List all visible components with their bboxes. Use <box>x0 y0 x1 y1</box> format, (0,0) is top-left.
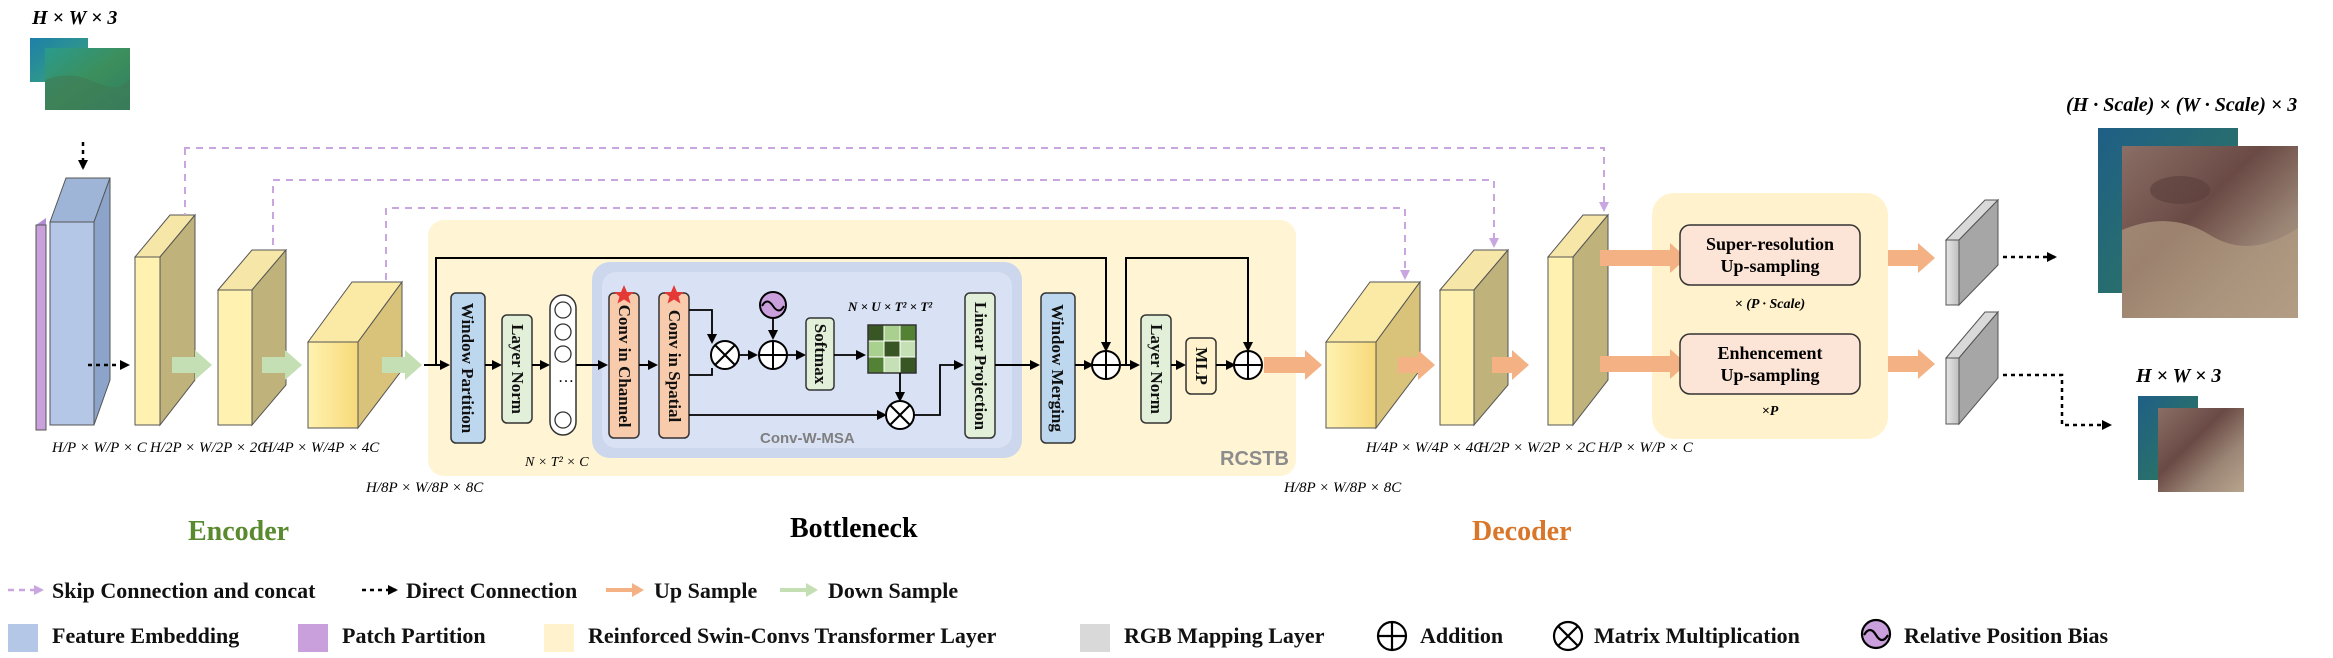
up-arrow-1 <box>1264 350 1322 380</box>
rgb-mapping-layer-sr <box>1944 198 2000 307</box>
output-sr-image <box>2098 128 2298 318</box>
legend-patch: Patch Partition <box>298 623 486 652</box>
window-merging-block <box>1040 292 1076 444</box>
decoder-stage-2 <box>1438 248 1510 427</box>
token-vector: … <box>549 294 577 436</box>
dims-stage-4: H/8P × W/8P × 8C <box>365 480 484 496</box>
legend-down-label: Down Sample <box>828 578 958 603</box>
up-arrow-sr-in <box>1600 243 1687 273</box>
up-arrow-enh-in <box>1600 349 1687 379</box>
legend-rcst-label: Reinforced Swin-Convs Transformer Layer <box>588 623 997 648</box>
legend-up-label: Up Sample <box>654 578 758 603</box>
legend-down: Down Sample <box>780 578 958 603</box>
down-arrow-2 <box>262 350 302 380</box>
relative-position-bias-icon <box>759 291 787 319</box>
encoder-stage-2 <box>216 248 288 427</box>
attention-matrix <box>867 324 917 374</box>
output-enh-image <box>2138 396 2244 492</box>
softmax-block <box>805 317 835 391</box>
output-sr-dims-label: (H · Scale) × (W · Scale) × 3 <box>2066 94 2297 116</box>
layer-norm-1-block <box>501 314 533 424</box>
down-arrow-3 <box>382 350 422 380</box>
enh-direct-arrow <box>2003 373 2112 430</box>
legend-bias-label: Relative Position Bias <box>1904 623 2109 648</box>
tokens-dims-label: N × T² × C <box>524 455 589 470</box>
conv-w-msa-label: Conv-W-MSA <box>760 430 855 447</box>
encoder-title: Encoder <box>188 516 289 547</box>
legend-feature: Feature Embedding <box>8 623 239 652</box>
legend-feature-label: Feature Embedding <box>52 623 239 648</box>
sr-upsampling-block <box>1679 224 1861 286</box>
legend-skip: Skip Connection and concat <box>8 578 316 603</box>
layer-norm-2-label: Layer Norm <box>1147 324 1166 414</box>
legend-skip-label: Skip Connection and concat <box>52 578 316 603</box>
add-op-1 <box>758 340 788 370</box>
layer-norm-2-block <box>1140 314 1172 424</box>
encoder-stage-3 <box>307 280 403 430</box>
rcstb-label: RCSTB <box>1220 448 1289 470</box>
matmul-op-2 <box>885 400 915 430</box>
up-arrow-2 <box>1398 350 1435 380</box>
conv-channel-label: Conv in Channel <box>615 305 634 428</box>
bottleneck-title: Bottleneck <box>790 513 918 544</box>
input-dims-label: H × W × 3 <box>31 7 117 29</box>
output-enh-dims-label: H × W × 3 <box>2135 365 2221 387</box>
dims-stage-6: H/4P × W/4P × 4C <box>1365 440 1484 456</box>
patch-partition-block <box>35 218 47 431</box>
down-arrow-1 <box>172 350 212 380</box>
layer-norm-1-label: Layer Norm <box>508 324 527 414</box>
skip-connection-middle <box>272 179 1499 248</box>
window-partition-label: Window Partition <box>458 303 477 434</box>
conv-spatial-star <box>664 285 684 304</box>
softmax-label: Softmax <box>811 324 830 385</box>
add-op-2 <box>1091 350 1121 380</box>
dims-stage-3: H/4P × W/4P × 4C <box>261 440 380 456</box>
attention-dims-label: N × U × T² × T² <box>847 299 933 314</box>
sr-upsampling-line2: Up-sampling <box>1720 256 1819 276</box>
legend-bias: Relative Position Bias <box>1860 618 2109 650</box>
legend-rcst: Reinforced Swin-Convs Transformer Layer <box>544 623 997 652</box>
window-merging-label: Window Merging <box>1048 304 1067 432</box>
dims-stage-8: H/P × W/P × C <box>1597 440 1694 456</box>
legend-patch-label: Patch Partition <box>342 623 486 648</box>
legend-rgb: RGB Mapping Layer <box>1080 623 1325 652</box>
encoder-stage-1 <box>133 213 197 427</box>
input-image <box>30 38 130 110</box>
add-op-3 <box>1233 350 1263 380</box>
legend-up: Up Sample <box>606 578 758 603</box>
window-partition-block <box>450 292 486 444</box>
legend-add-label: Addition <box>1420 623 1503 648</box>
feature-embedding-block <box>49 177 111 426</box>
sr-upsampling-line1: Super-resolution <box>1706 234 1834 254</box>
up-arrow-enh-out <box>1888 349 1935 379</box>
up-arrow-sr-out <box>1888 243 1935 273</box>
sr-factor-label: × (P · Scale) <box>1735 297 1805 312</box>
legend-direct: Direct Connection <box>362 578 577 603</box>
enh-upsampling-line1: Enhencement <box>1718 343 1823 363</box>
mlp-label: MLP <box>1192 347 1211 385</box>
dims-stage-1: H/P × W/P × C <box>51 440 148 456</box>
legend-direct-label: Direct Connection <box>406 578 577 603</box>
conv-channel-star <box>614 285 634 304</box>
legend-addition: Addition <box>1376 620 1503 652</box>
linear-projection-label: Linear Projection <box>971 302 990 431</box>
up-arrow-3 <box>1492 350 1529 380</box>
enhancement-upsampling-block <box>1679 333 1861 395</box>
enh-factor-label: ×P <box>1762 404 1779 419</box>
matmul-op-1 <box>710 340 740 370</box>
legend-matmul: Matrix Multiplication <box>1552 620 1800 652</box>
dims-stage-5: H/8P × W/8P × 8C <box>1283 480 1402 496</box>
svg-text:…: … <box>558 369 574 386</box>
dims-stage-7: H/2P × W/2P × 2C <box>1477 440 1596 456</box>
legend-matmul-label: Matrix Multiplication <box>1594 623 1800 648</box>
decoder-stage-1 <box>1325 280 1421 430</box>
decoder-title: Decoder <box>1472 516 1572 547</box>
dims-stage-2: H/2P × W/2P × 2C <box>149 440 268 456</box>
enh-upsampling-line2: Up-sampling <box>1720 365 1819 385</box>
decoder-stage-3 <box>1546 213 1610 427</box>
legend-rgb-label: RGB Mapping Layer <box>1124 623 1325 648</box>
conv-spatial-label: Conv in Spatial <box>665 310 684 423</box>
rgb-mapping-layer-enh <box>1944 310 2000 426</box>
